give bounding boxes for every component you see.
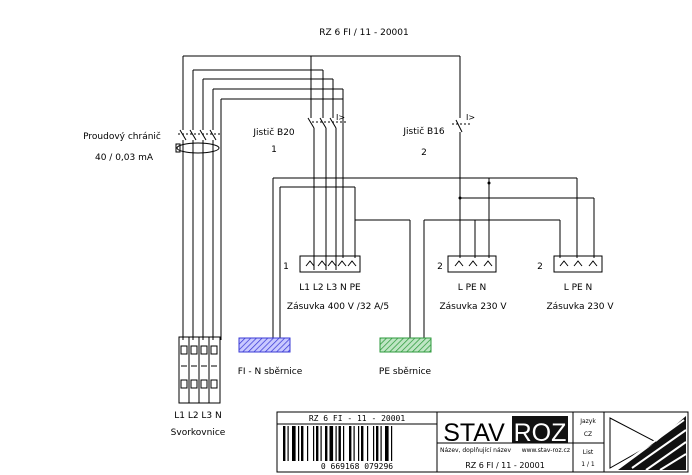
breaker-b20-number: 1 [271, 145, 277, 155]
title-block-product: RZ 6 FI / 11 - 20001 [465, 461, 545, 470]
barcode-bar [316, 426, 319, 461]
diagram-title: RZ 6 FI / 11 - 20001 [319, 28, 409, 38]
pe-busbar-label: PE sběrnice [379, 367, 432, 377]
barcode-bar [349, 426, 352, 461]
socket-400v-label: Zásuvka 400 V /32 A/5 [287, 302, 389, 312]
barcode-bar [361, 426, 364, 461]
breaker-b16-symbol [452, 119, 470, 258]
brand-right-box [512, 416, 568, 443]
barcode-bar [292, 426, 296, 461]
barcode-bar [313, 426, 315, 461]
socket-230v-a [447, 255, 497, 273]
barcode-bar [353, 426, 355, 461]
supply-wiring [182, 55, 461, 340]
barcode-bar [380, 426, 382, 461]
barcode-bar [391, 426, 393, 461]
barcode-bar [329, 426, 334, 461]
socket-400v-terminals: L1 L2 L3 N PE [299, 283, 361, 293]
rcd-symbol [175, 129, 220, 340]
lang-label: Jazyk [579, 418, 596, 425]
barcode-bar [335, 426, 337, 461]
rcd-name: Proudový chránič [83, 131, 161, 142]
socket-230v-b-label: Zásuvka 230 V [546, 302, 614, 312]
barcode-digits: 0 669168 079296 [321, 462, 393, 471]
n-busbar-label: FI - N sběrnice [238, 367, 303, 377]
socket-230v-b [553, 255, 603, 273]
barcode-bar [325, 426, 328, 461]
barcode-bar [376, 426, 379, 461]
breaker-b16-name: Jistič B16 [402, 126, 445, 137]
socket-230v-b-terminals: L PE N [564, 283, 593, 293]
barcode-bar [287, 426, 289, 461]
rcd-rating: 40 / 0,03 mA [95, 153, 154, 163]
barcode-bar [298, 426, 300, 461]
barcode [283, 426, 393, 461]
barcode-bar [358, 426, 360, 461]
barcode-bar [320, 426, 322, 461]
distribution-wiring [272, 177, 595, 340]
barcode-bar [367, 426, 369, 461]
terminal-phases-label: L1 L2 L3 N [174, 411, 222, 421]
barcode-bar [301, 426, 304, 461]
barcode-bar [307, 426, 309, 461]
socket-230v-b-number: 2 [537, 262, 543, 272]
barcode-bar [343, 426, 345, 461]
breaker-b16-number: 2 [421, 148, 427, 158]
sheet-label: List [583, 449, 594, 456]
socket-230v-a-label: Zásuvka 230 V [439, 302, 507, 312]
sheet-value: 1 / 1 [581, 461, 595, 468]
title-block-subtitle: Název, doplňující název [440, 447, 511, 454]
title-block-code: RZ 6 FI - 11 - 20001 [309, 414, 406, 423]
n-busbar [238, 337, 291, 353]
company-logo [609, 416, 687, 471]
barcode-bar [385, 426, 389, 461]
lang-value: CZ [584, 431, 592, 438]
terminal-block-label: Svorkovnice [171, 428, 226, 438]
socket-400v-number: 1 [283, 262, 289, 272]
barcode-bar [338, 426, 341, 461]
socket-230v-a-terminals: L PE N [458, 283, 487, 293]
barcode-bar [283, 426, 286, 461]
brand-right: ROZ [514, 419, 567, 447]
terminal-block [178, 336, 221, 404]
brand-left: STAV [443, 419, 505, 447]
breaker-b20-mark: I> [336, 113, 345, 122]
breaker-b20-symbol [307, 117, 348, 270]
title-block-website: www.stav-roz.cz [522, 447, 570, 454]
socket-230v-a-number: 2 [437, 262, 443, 272]
breaker-b20-name: Jistič B20 [252, 127, 295, 138]
barcode-bar [373, 426, 375, 461]
socket-400v [299, 255, 361, 273]
breaker-b16-mark: I> [466, 113, 475, 122]
pe-busbar [379, 337, 432, 353]
